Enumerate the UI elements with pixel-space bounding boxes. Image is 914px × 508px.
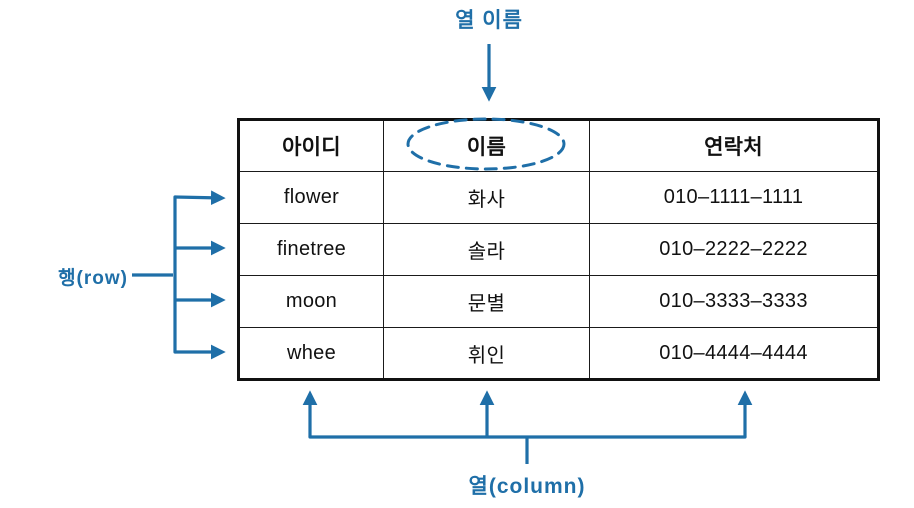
cell-phone: 010–2222–2222 [589, 223, 879, 276]
row-label: 행(row) [58, 268, 128, 289]
cell-id: moon [238, 275, 384, 328]
cell-id: finetree [238, 223, 384, 276]
header-cell-id: 아이디 [238, 119, 384, 172]
cell-id: flower [238, 171, 384, 224]
cell-name: 휘인 [383, 327, 590, 380]
database-table: 아이디 이름 연락처 flower 화사 010–1111–1111 finet… [237, 118, 880, 381]
header-cell-name: 이름 [383, 119, 590, 172]
row-arrow-icon [174, 190, 226, 206]
table-row: flower 화사 010–1111–1111 [238, 171, 879, 224]
header-cell-phone: 연락처 [589, 119, 879, 172]
column-name-label: 열 이름 [455, 9, 523, 32]
table-row: moon 문별 010–3333–3333 [238, 275, 879, 328]
cell-name: 문별 [383, 275, 590, 328]
cell-phone: 010–1111–1111 [589, 171, 879, 224]
cell-id: whee [238, 327, 384, 380]
cell-name: 솔라 [383, 223, 590, 276]
table-row: whee 휘인 010–4444–4444 [238, 327, 879, 380]
table-row: finetree 솔라 010–2222–2222 [238, 223, 879, 276]
cell-phone: 010–4444–4444 [589, 327, 879, 380]
table-header-row: 아이디 이름 연락처 [238, 119, 879, 172]
cell-name: 화사 [383, 171, 590, 224]
cell-phone: 010–3333–3333 [589, 275, 879, 328]
column-label: 열(column) [468, 475, 586, 498]
